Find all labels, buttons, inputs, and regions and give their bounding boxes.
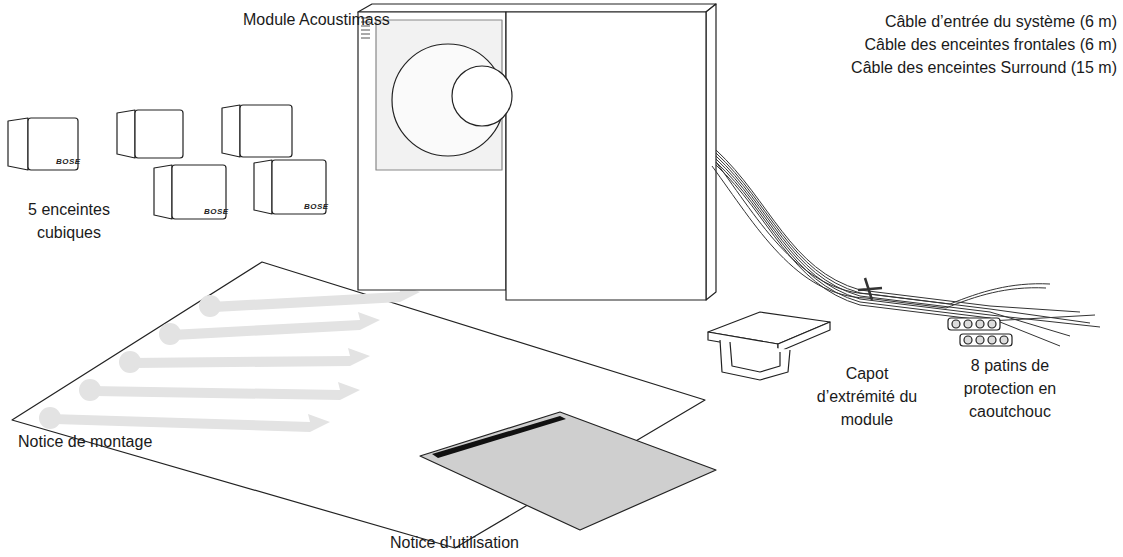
owners-guide — [420, 412, 716, 530]
part-label: Module Acoustimass — [243, 8, 390, 31]
guide-stripe — [432, 416, 566, 458]
cube-side — [222, 105, 240, 157]
rubber-foot — [988, 336, 996, 344]
part-label: 5 enceintes cubiques — [14, 198, 124, 244]
cable-wire — [716, 165, 1095, 321]
part-label: Câble d’entrée du système (6 m) — [885, 10, 1117, 33]
module-edge — [706, 4, 716, 300]
part-label: Notice de montage — [18, 430, 152, 453]
rubber-foot — [952, 320, 960, 328]
vent-slot — [361, 34, 370, 35]
cube-front — [240, 105, 292, 157]
cable-wire — [716, 153, 1090, 323]
cable-wire — [716, 159, 1100, 327]
end-cap — [708, 312, 830, 380]
cable-loop — [712, 166, 1046, 308]
rubber-feet — [948, 318, 1012, 346]
module-side — [506, 12, 706, 300]
end-cap-inner — [730, 342, 780, 372]
rubber-foot — [976, 336, 984, 344]
rubber-foot — [1000, 336, 1008, 344]
part-label: Notice d’utilisation — [390, 531, 519, 554]
cube-side — [117, 110, 135, 158]
feet-strip — [948, 318, 1000, 330]
part-label: Capot d’extrémité du module — [815, 362, 919, 431]
part-label: Câble des enceintes frontales (6 m) — [864, 33, 1117, 56]
arrow-shape — [170, 312, 380, 340]
part-label: 8 patins de protection en caoutchouc — [945, 354, 1075, 423]
rubber-foot — [976, 320, 984, 328]
vent-slot — [361, 30, 370, 31]
sheet-arrow — [39, 407, 330, 432]
cable-tie — [858, 278, 882, 300]
rubber-foot — [964, 336, 972, 344]
cable-loop — [716, 162, 1050, 304]
brand-logo: BOSE — [204, 207, 229, 216]
brand-logo: BOSE — [56, 157, 81, 166]
end-cap-leg — [720, 340, 790, 380]
part-label: Câble des enceintes Surround (15 m) — [851, 56, 1117, 79]
cube-side — [8, 118, 28, 170]
cube-side — [154, 165, 172, 219]
cube-front — [135, 110, 183, 158]
feet-strip — [960, 334, 1012, 346]
rubber-foot — [988, 320, 996, 328]
brand-logo: BOSE — [304, 202, 329, 211]
arrow-shape — [90, 382, 360, 400]
arrow-shape — [130, 348, 370, 368]
module-top — [358, 4, 716, 12]
sheet-arrow — [159, 312, 380, 345]
sheet-arrow — [79, 379, 360, 401]
cube-side — [254, 160, 272, 214]
cube-speaker — [222, 105, 292, 157]
sheet-arrow — [119, 348, 370, 373]
arrow-shape — [50, 414, 330, 432]
rubber-foot — [964, 320, 972, 328]
vent-slot — [361, 38, 370, 39]
port-inner — [452, 66, 512, 126]
sheet-arrows — [39, 284, 420, 432]
end-cap-side — [778, 322, 830, 352]
module-front — [358, 12, 506, 290]
cube-speaker — [117, 110, 183, 158]
